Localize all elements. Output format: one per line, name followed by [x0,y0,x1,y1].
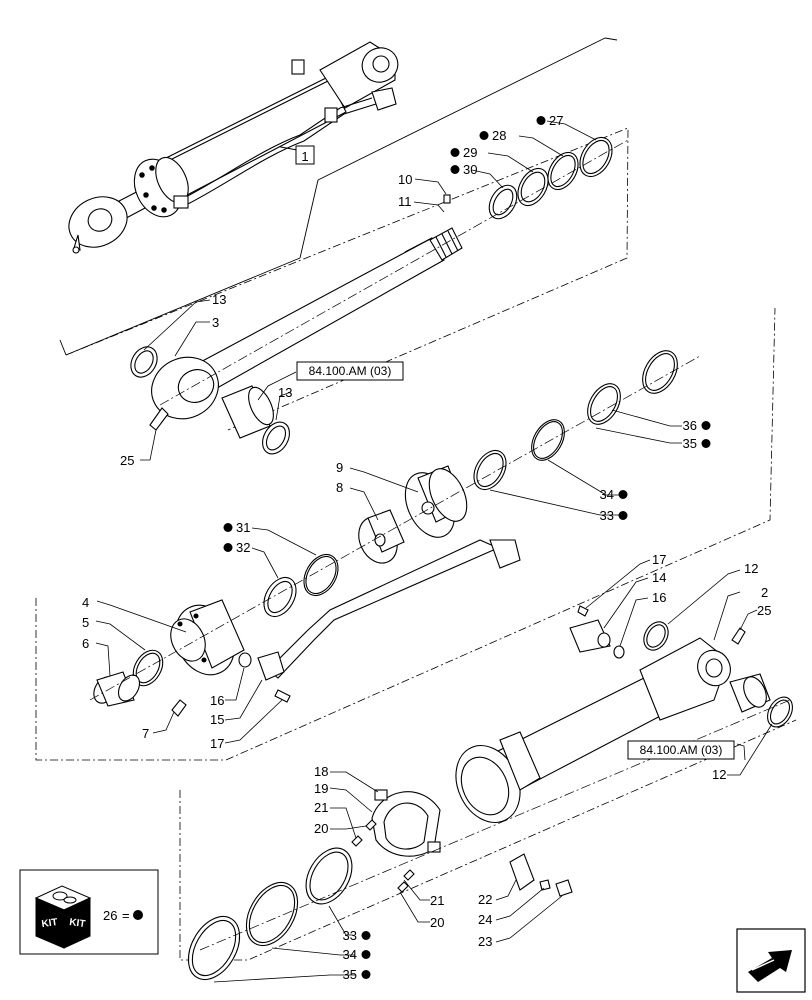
kit-dot-icon [701,421,711,430]
callout-10: 10 [398,172,412,187]
callout-13: 13 [212,292,226,307]
kit-dot-icon [479,131,489,140]
reference-texts: 84.100.AM (03) 84.100.AM (03) [309,364,723,757]
kit-dot-icon [536,116,546,125]
callout-30: 30 [463,162,477,177]
callout-28: 28 [492,128,506,143]
reference-box-upper [296,361,404,381]
kit-dot-icon [133,910,143,920]
reference-upper: 84.100.AM (03) [309,364,392,378]
callout-20: 20 [314,821,328,836]
callout-13: 13 [278,385,292,400]
callout-33: 33 [343,928,357,943]
leader-lines [95,120,773,983]
callout-8: 8 [336,480,343,495]
kit-dot-icon [223,523,233,532]
assembly-callout-box [295,145,315,165]
kit-dot-icon [701,439,711,448]
callout-35: 35 [683,436,697,451]
kit-dot-icon [450,148,460,157]
next-page-arrow-icon[interactable] [736,928,806,993]
callout-25: 25 [120,453,134,468]
callout-16: 16 [652,590,666,605]
callout-2: 2 [761,585,768,600]
callout-31: 31 [236,520,250,535]
barrel-axis [199,699,791,951]
callout-17: 17 [210,736,224,751]
callout-22: 22 [478,892,492,907]
kit-text-left: KIT [41,917,58,930]
piston-axis [89,355,701,701]
kit-legend [19,869,159,955]
callout-29: 29 [463,145,477,160]
callout-14: 14 [652,570,666,585]
kit-dot-icon [361,970,371,979]
callout-36: 36 [683,418,697,433]
callout-35: 35 [343,967,357,982]
reference-box-lower [627,740,735,760]
callout-27: 27 [549,113,563,128]
callout-21: 21 [430,893,444,908]
callout-7: 7 [142,726,149,741]
assembly-leaders [59,37,618,356]
callout-12: 12 [744,561,758,576]
callout-11: 11 [398,194,412,209]
callout-25: 25 [757,603,771,618]
callout-33: 33 [600,508,614,523]
callout-18: 18 [314,764,328,779]
kit-dot-icon [618,511,628,520]
callout-23: 23 [478,934,492,949]
callout-15: 15 [210,712,224,727]
callout-12: 12 [712,767,726,782]
callout-5: 5 [82,615,89,630]
callout-21: 21 [314,800,328,815]
callout-4: 4 [82,595,89,610]
callout-34: 34 [343,947,357,962]
kit-box-icon [34,885,92,949]
cylinder-assembly-drawing [68,41,399,254]
callout-32: 32 [236,540,250,555]
barrel-group-drawing [187,605,793,980]
callout-1: 1 [301,149,308,164]
kit-dot-icon [450,165,460,174]
callout-19: 19 [314,781,328,796]
kit-dot-icon [223,543,233,552]
piston-group-drawing [93,350,678,717]
callout-6: 6 [82,636,89,651]
frame-piston-group [35,307,776,761]
kit-legend-texts: KIT KIT 26 = [41,908,143,930]
reference-lower: 84.100.AM (03) [640,743,723,757]
kit-text-right: KIT [69,917,86,930]
kit-legend-equals: = [122,908,130,923]
callout-16: 16 [210,693,224,708]
kit-dot-icon [361,950,371,959]
callout-9: 9 [336,460,343,475]
kit-dot-icon [618,490,628,499]
callout-17: 17 [652,552,666,567]
callout-3: 3 [212,315,219,330]
callout-20: 20 [430,915,444,930]
kit-legend-number: 26 [103,908,117,923]
callout-34: 34 [600,487,614,502]
callout-24: 24 [478,912,492,927]
callout-labels: 1234567891011121213131415161617171819202… [82,113,771,982]
kit-dot-icon [361,931,371,940]
